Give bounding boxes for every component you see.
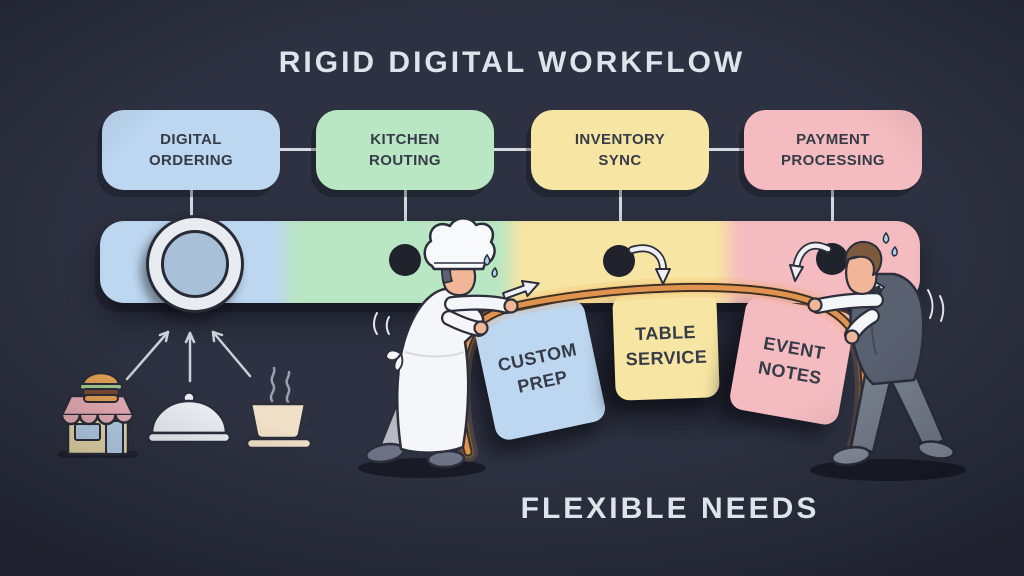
arrow-up-icon xyxy=(125,330,170,381)
workflow-step-label: INVENTORY SYNC xyxy=(574,131,666,169)
bar-hole xyxy=(389,244,421,276)
step-connector-horizontal xyxy=(709,148,745,151)
cloche-icon xyxy=(146,391,232,444)
workflow-step-label: DIGITAL ORDERING xyxy=(148,131,234,169)
workflow-step-kitchen-routing: KITCHEN ROUTING xyxy=(316,110,494,190)
step-connector-vertical xyxy=(619,190,622,222)
workflow-step-payment-processing: PAYMENT PROCESSING xyxy=(744,110,922,190)
step-connector-vertical xyxy=(190,190,193,222)
step-connector-horizontal xyxy=(494,148,532,151)
chef-figure xyxy=(364,217,519,469)
workflow-step-digital-ordering: DIGITAL ORDERING xyxy=(102,110,280,190)
stretch-rope xyxy=(450,277,875,462)
coffee-cup-icon xyxy=(245,366,313,450)
workflow-step-label: PAYMENT PROCESSING xyxy=(780,131,886,169)
sweat-drops xyxy=(882,231,898,257)
storefront-burger-icon xyxy=(58,371,138,458)
motion-lines xyxy=(927,289,945,322)
dial-knob-center xyxy=(161,230,229,298)
overflow-arrow-curved-icon xyxy=(789,241,832,282)
overflow-arrow-curved-icon xyxy=(628,244,671,285)
waiter-figure xyxy=(807,231,956,467)
dial-knob xyxy=(146,215,244,313)
sweat-drops xyxy=(483,253,498,278)
workflow-step-inventory-sync: INVENTORY SYNC xyxy=(531,110,709,190)
workflow-step-label: KITCHEN ROUTING xyxy=(369,131,441,169)
arrow-up-icon xyxy=(211,330,252,378)
page-title: RIGID DIGITAL WORKFLOW xyxy=(278,46,746,79)
motion-lines xyxy=(373,312,390,335)
bottom-caption: FLEXIBLE NEEDS xyxy=(520,492,820,525)
overflow-arrow-straight-icon xyxy=(501,279,540,300)
step-connector-vertical xyxy=(404,190,407,222)
order-source-arrows xyxy=(125,330,252,383)
step-connector-horizontal xyxy=(280,148,317,151)
step-connector-vertical xyxy=(831,190,834,222)
arrow-up-icon xyxy=(184,331,196,383)
